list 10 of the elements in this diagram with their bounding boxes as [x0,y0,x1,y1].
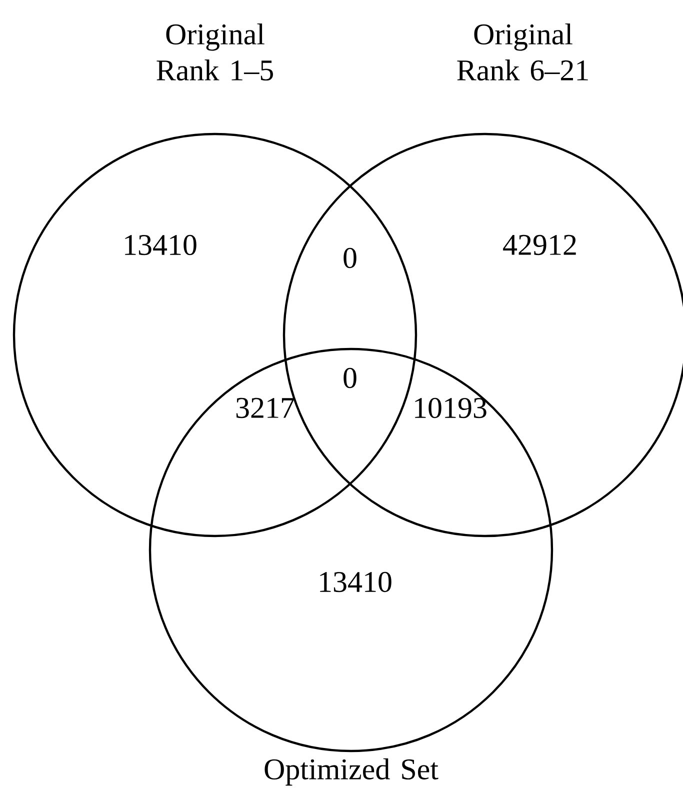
circle-label: Original Rank 6–21 [457,23,588,81]
region-count: 13410 [320,572,392,592]
circle-label: Original Rank 1–5 [156,23,273,81]
region-count: 10193 [415,398,486,418]
circle-label: Optimized Set [264,758,438,786]
region-count: 0 [344,248,356,268]
region-count: 42912 [503,234,576,256]
region-count: 0 [344,368,356,388]
region-count: 3217 [236,398,294,418]
region-count: 13410 [125,234,196,256]
